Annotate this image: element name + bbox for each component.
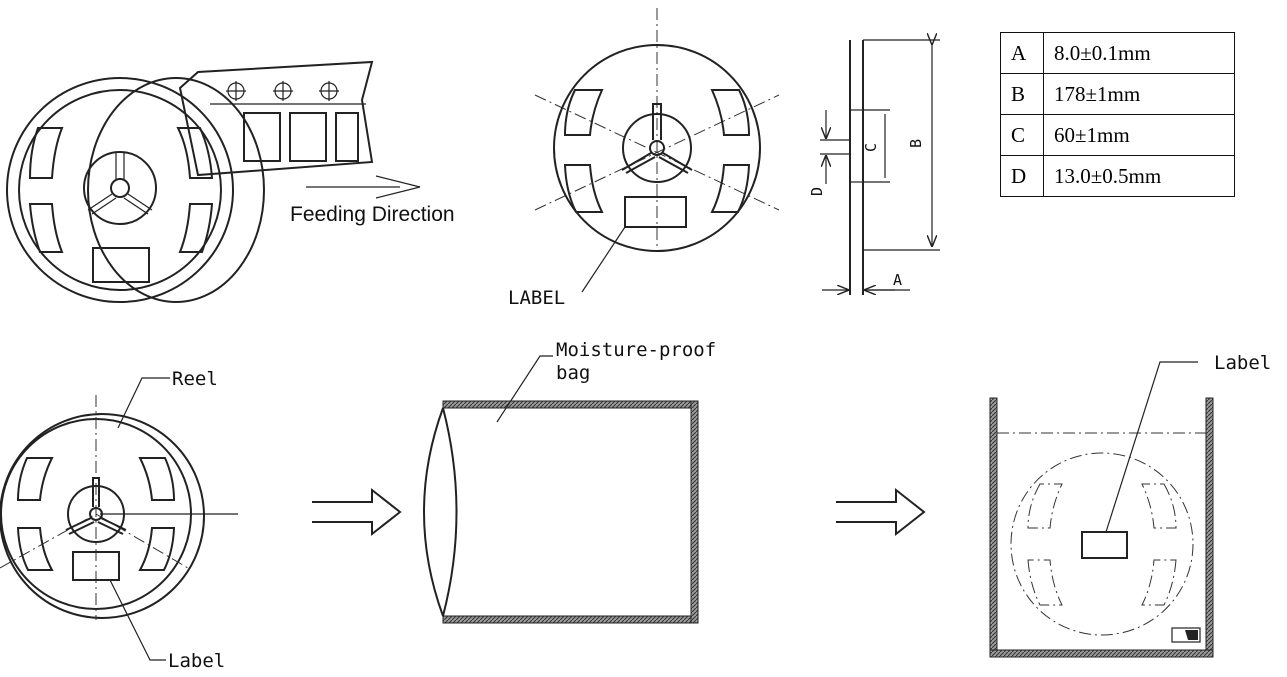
table-row: D 13.0±0.5mm	[1000, 155, 1235, 197]
table-row: C 60±1mm	[1000, 114, 1235, 156]
reel-side-view: B C D A	[808, 40, 940, 295]
reel-bottom: Reel Label	[0, 368, 238, 672]
dim-c-text: C	[862, 143, 880, 152]
dim-key: D	[1000, 155, 1044, 197]
feeding-direction-text: Feeding Direction	[290, 203, 455, 226]
sprocket-holes	[226, 81, 339, 101]
tape-pockets	[243, 112, 359, 162]
carrier-tape	[178, 60, 374, 177]
reel-front-view: LABEL	[508, 8, 780, 309]
dim-a-text: A	[893, 271, 902, 289]
dim-value: 60±1mm	[1043, 114, 1235, 156]
dim-key: B	[1000, 73, 1044, 115]
label-bottom-left-text: Label	[168, 650, 225, 672]
process-arrow-1	[312, 487, 402, 537]
table-row: B 178±1mm	[1000, 73, 1235, 115]
dim-b-text: B	[907, 139, 925, 148]
dim-key: A	[1000, 32, 1044, 74]
moisture-indicator-icon	[1171, 627, 1201, 643]
dim-value: 8.0±0.1mm	[1043, 32, 1235, 74]
sealed-bag: Label	[989, 352, 1271, 658]
dim-d-text: D	[808, 187, 826, 196]
dim-key: C	[1000, 114, 1044, 156]
table-row: A 8.0±0.1mm	[1000, 32, 1235, 74]
label-caps-text: LABEL	[508, 287, 565, 309]
reel-tape-perspective: Feeding Direction	[6, 60, 455, 303]
dim-value: 178±1mm	[1043, 73, 1235, 115]
dimensions-table: A 8.0±0.1mm B 178±1mm C 60±1mm D 13.0±0.…	[1000, 32, 1235, 197]
moisture-line1-text: Moisture-proof	[556, 339, 716, 361]
reel-label-box	[92, 247, 150, 283]
reel-back-flange	[87, 77, 265, 303]
process-arrow-2	[836, 487, 926, 537]
reel-front-flange	[6, 77, 234, 303]
moisture-proof-bag: Moisture-proof bag	[423, 339, 716, 624]
reel-text: Reel	[172, 368, 218, 390]
dim-value: 13.0±0.5mm	[1043, 155, 1235, 197]
moisture-line2-text: bag	[556, 362, 590, 384]
feeding-direction-arrow	[306, 175, 421, 199]
label-bottom-right-text: Label	[1214, 352, 1271, 374]
